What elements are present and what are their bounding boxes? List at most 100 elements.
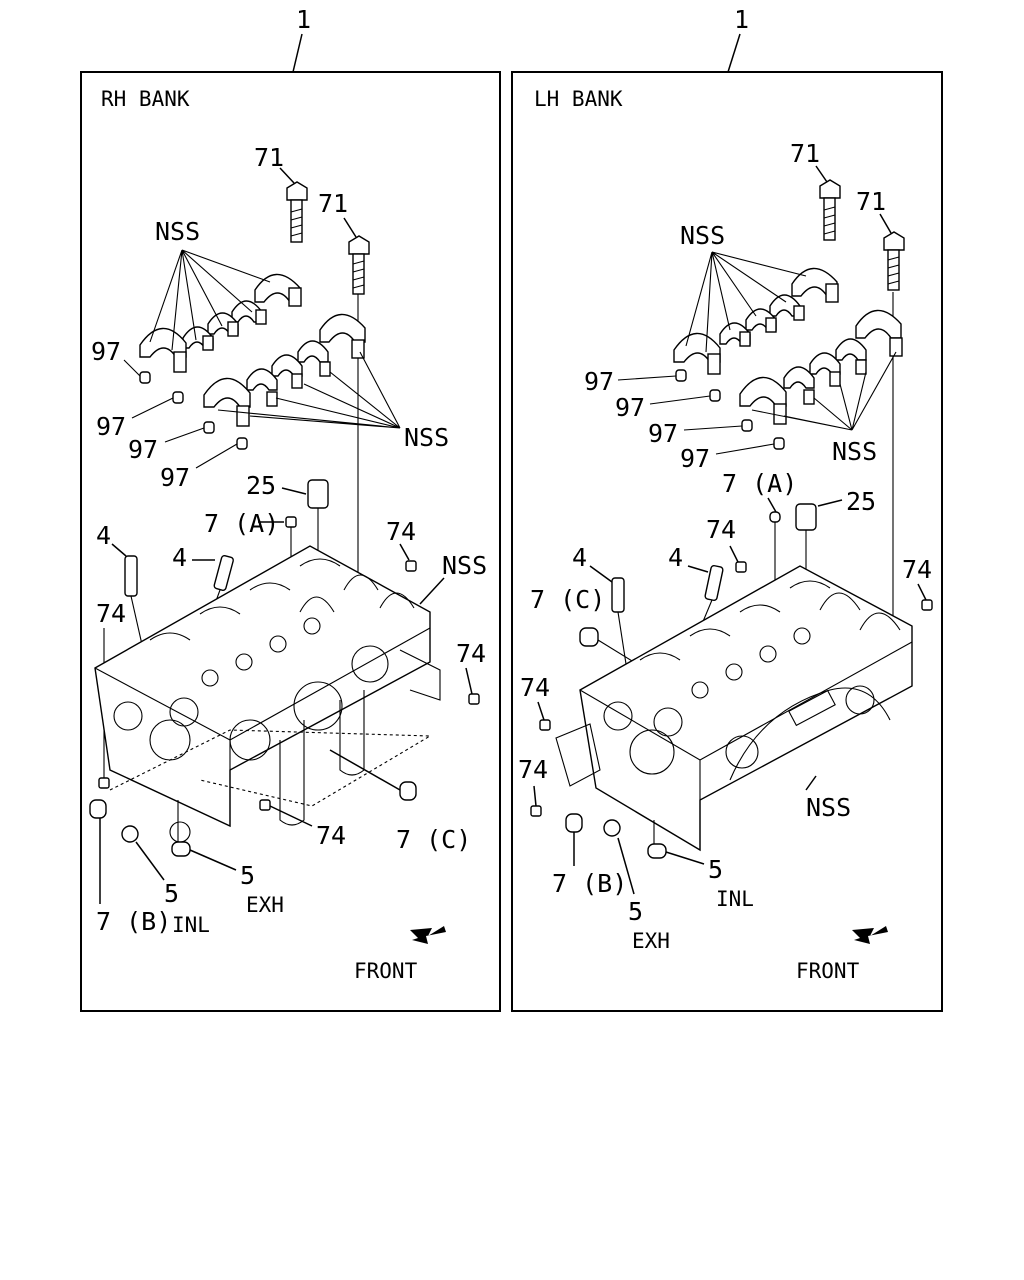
rh-label-7a: 7 (A) — [204, 509, 279, 538]
rh-label-97a: 97 — [91, 337, 121, 366]
lh-pin-4a — [611, 577, 625, 613]
rh-front-label: FRONT — [354, 959, 418, 983]
lh-bearing-caps-upper — [673, 267, 839, 375]
lh-label-97b: 97 — [615, 393, 645, 422]
lh-label-inl: INL — [716, 887, 754, 911]
rh-pin-4a — [124, 555, 138, 597]
lh-label-71b: 71 — [856, 187, 886, 216]
rh-seal-5-exh — [171, 841, 191, 857]
rh-label-97c: 97 — [128, 435, 158, 464]
rh-label-7b: 7 (B) — [96, 907, 171, 936]
lh-plug-7a — [769, 511, 781, 523]
rh-label-nss-right: NSS — [404, 423, 449, 452]
rh-front-arrow-icon — [410, 926, 446, 944]
rh-label-71a: 71 — [254, 143, 284, 172]
lh-panel-frame — [511, 71, 943, 1012]
rh-label-71b: 71 — [318, 189, 348, 218]
lh-leaders-nss-right — [751, 351, 897, 431]
rh-label-nss-block: NSS — [442, 551, 487, 580]
rh-label-74b: 74 — [96, 599, 126, 628]
rh-label-74d: 74 — [316, 821, 346, 850]
rh-leader-25 — [281, 487, 307, 495]
lh-leaders-97 — [617, 375, 775, 455]
lh-leaders-nss-top — [685, 251, 807, 353]
rh-label-4a: 4 — [96, 521, 111, 550]
lh-bearing-caps-lower — [739, 309, 903, 425]
rh-leaders-97 — [123, 359, 238, 469]
rh-label-74a: 74 — [386, 517, 416, 546]
lh-label-4b: 4 — [668, 543, 683, 572]
lh-cylinder-head — [555, 565, 913, 852]
lh-label-7b: 7 (B) — [552, 869, 627, 898]
rh-cylinder-head — [94, 545, 441, 843]
rh-leaders-nss-top — [149, 249, 271, 351]
rh-sleeve-25 — [307, 479, 329, 509]
lh-label-97a: 97 — [584, 367, 614, 396]
rh-label-25: 25 — [246, 471, 276, 500]
lh-plug-7c — [579, 627, 599, 647]
lh-callout-leader — [727, 33, 741, 73]
lh-seal-5-exh — [603, 819, 621, 837]
rh-plug-74c — [468, 693, 480, 705]
rh-plug-7b — [89, 799, 107, 819]
rh-leader-74a — [399, 543, 410, 561]
lh-label-nss-top: NSS — [680, 221, 725, 250]
lh-label-nss-right: NSS — [832, 437, 877, 466]
lh-front-arrow-icon — [852, 926, 888, 944]
rh-leaders-nss-right — [217, 351, 401, 429]
lh-label-5-inl: 5 — [708, 855, 723, 884]
lh-label-7a: 7 (A) — [722, 469, 797, 498]
rh-seal-5-inl — [121, 825, 139, 843]
lh-label-74b: 74 — [902, 555, 932, 584]
lh-bolt-71-a — [819, 179, 841, 241]
lh-callout-number: 1 — [734, 5, 749, 34]
rh-panel-frame — [80, 71, 501, 1012]
rh-plug-7a — [285, 516, 297, 528]
lh-seal-5-inl — [647, 843, 667, 859]
lh-bolt-71-b — [883, 231, 905, 291]
lh-label-74a: 74 — [706, 515, 736, 544]
rh-label-4b: 4 — [172, 543, 187, 572]
lh-plug-74b — [921, 599, 933, 611]
rh-label-exh: EXH — [246, 893, 284, 917]
rh-bank-panel: 1 RH BANK 71 71 — [80, 5, 501, 1012]
lh-label-5-exh: 5 — [628, 897, 643, 926]
rh-panel-title: RH BANK — [101, 87, 190, 111]
rh-callout-number: 1 — [296, 5, 311, 34]
rh-callout-leader — [292, 33, 303, 73]
lh-label-exh: EXH — [632, 929, 670, 953]
lh-label-25: 25 — [846, 487, 876, 516]
rh-leader-71b — [343, 217, 357, 238]
rh-label-inl: INL — [172, 913, 210, 937]
lh-label-4a: 4 — [572, 543, 587, 572]
rh-leader-4a — [111, 543, 127, 557]
lh-sleeve-25 — [795, 503, 817, 531]
rh-label-97d: 97 — [160, 463, 190, 492]
lh-panel-title: LH BANK — [534, 87, 623, 111]
lh-label-74d: 74 — [518, 755, 548, 784]
rh-label-97b: 97 — [96, 412, 126, 441]
rh-plug-74d — [259, 799, 271, 811]
lh-plug-7b — [565, 813, 583, 833]
rh-dowels-97 — [139, 371, 248, 450]
rh-bolt-71-a — [286, 181, 308, 243]
lh-front-label: FRONT — [796, 959, 860, 983]
lh-plug-74c — [539, 719, 551, 731]
lh-label-nss-block: NSS — [806, 793, 851, 822]
rh-label-74c: 74 — [456, 639, 486, 668]
lh-label-97c: 97 — [648, 419, 678, 448]
lh-bank-panel: 1 LH BANK 71 71 — [511, 5, 943, 1012]
lh-label-7c: 7 (C) — [530, 585, 605, 614]
rh-plug-7c — [399, 781, 417, 801]
lh-label-97d: 97 — [680, 444, 710, 473]
rh-leader-71a — [279, 167, 295, 184]
lh-dowels-97 — [675, 369, 785, 450]
rh-label-nss-top: NSS — [155, 217, 200, 246]
rh-label-5-inl: 5 — [164, 879, 179, 908]
rh-label-7c: 7 (C) — [396, 825, 471, 854]
rh-plug-74a — [405, 560, 417, 572]
lh-label-74c: 74 — [520, 673, 550, 702]
rh-bearing-caps-lower — [203, 313, 366, 427]
rh-plug-74b — [98, 777, 110, 789]
